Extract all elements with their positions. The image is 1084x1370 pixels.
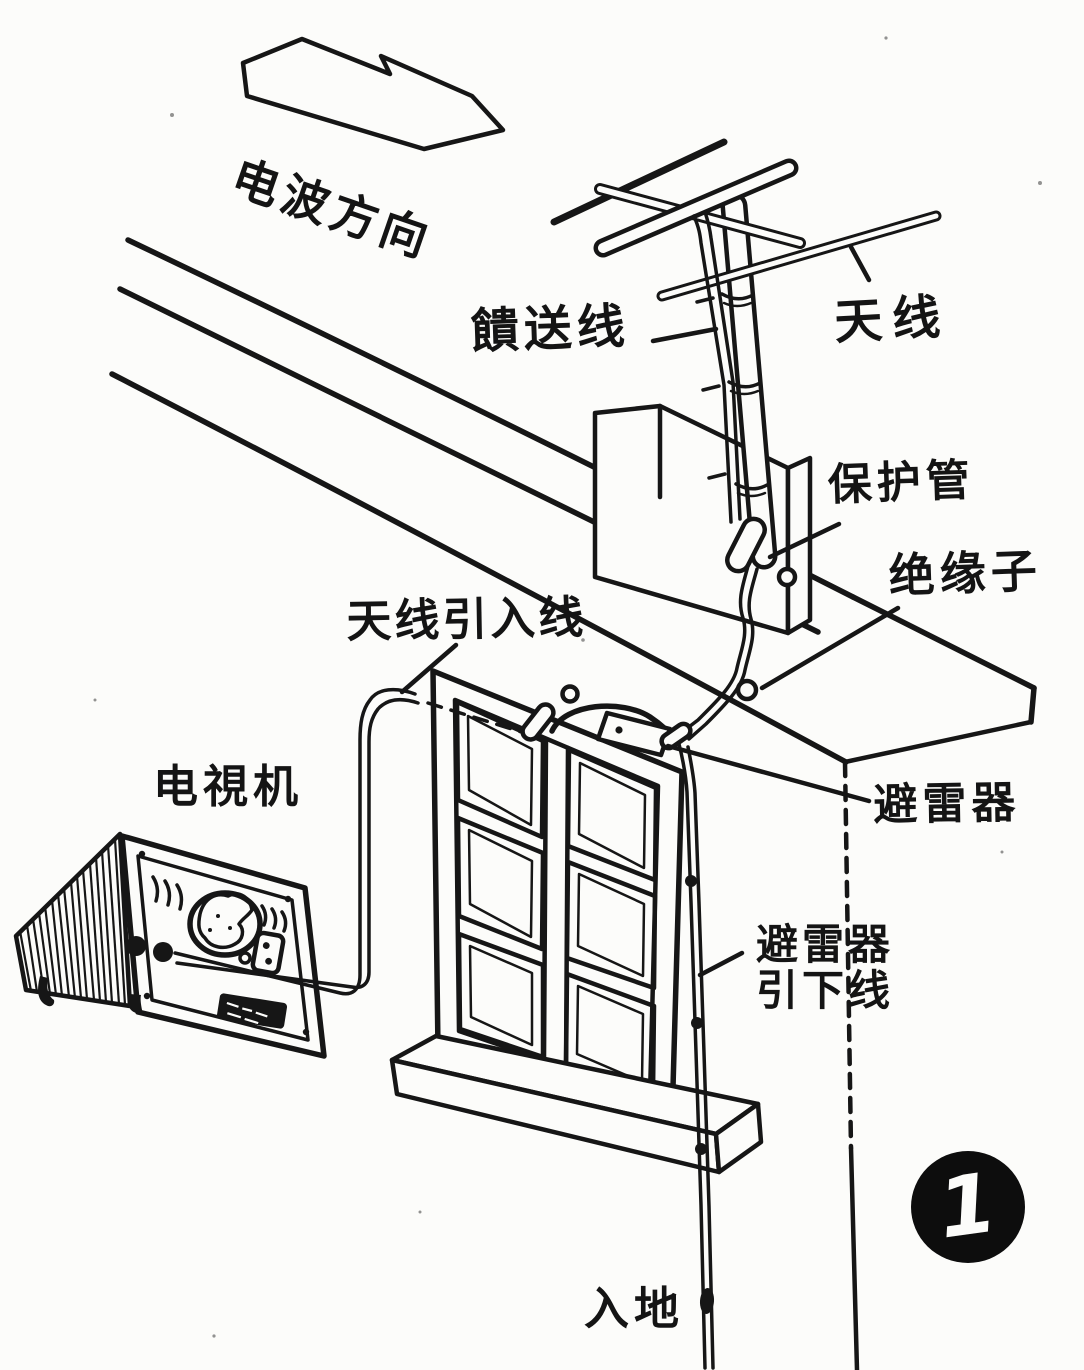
- tv-feet: [38, 976, 143, 1014]
- window-sill: [389, 1033, 764, 1175]
- label-arrester: 避雷器: [872, 777, 1021, 831]
- tv-small-knob: [238, 951, 252, 965]
- feed-line-ties: [695, 296, 727, 480]
- down-lead-connectors: [685, 875, 715, 1314]
- folded-dipole-element: [593, 158, 799, 258]
- paper-specks: [93, 36, 1042, 1338]
- label-ground: 入地: [584, 1282, 685, 1335]
- tv-back-panel-inner: [136, 854, 310, 1042]
- arrester-right-connector: [659, 721, 693, 751]
- leader-feed-line: [650, 326, 719, 344]
- leader-insulator: [759, 605, 901, 691]
- label-arrester-down-lead-line2: 引下线: [755, 966, 894, 1016]
- eave-end: [842, 594, 1037, 765]
- label-lead-in: 天线引入线: [345, 590, 587, 648]
- tv-antenna-terminals: [126, 936, 173, 962]
- figure-number: 1: [933, 1155, 1003, 1258]
- label-arrester-down-lead-line1: 避雷器: [755, 920, 894, 969]
- insulators: [735, 566, 798, 702]
- arrester-left-tube: [520, 702, 556, 742]
- leader-arrester: [665, 743, 872, 804]
- leader-lines: [399, 244, 901, 978]
- leader-protection-tube: [767, 521, 842, 560]
- label-antenna: 天线: [832, 288, 952, 351]
- arrester-ring: [560, 684, 580, 704]
- label-tv-set: 电視机: [153, 760, 304, 813]
- leader-antenna: [848, 244, 872, 283]
- tv-screws: [138, 850, 310, 1036]
- label-arrester-down-lead: 避雷器 引下线: [740, 920, 910, 1016]
- insulator-ring-upper: [776, 566, 798, 588]
- house-wall-corner: [842, 759, 860, 1370]
- label-protection-tube: 保护管: [826, 454, 976, 511]
- window: [430, 668, 685, 1125]
- label-feed-line: 饋送线: [469, 298, 631, 360]
- feed-line-wire: [679, 210, 759, 741]
- lightning-arrester: [520, 684, 693, 758]
- lead-in-wire: [173, 687, 530, 996]
- down-lead-wire: [677, 742, 715, 1370]
- chimney: [592, 403, 813, 636]
- tv-power-socket: [250, 930, 286, 976]
- tv-nameplate: [216, 993, 288, 1029]
- tv-vent-slots: [151, 875, 288, 933]
- tv-set: [13, 831, 327, 1059]
- roof-edge-bottom: [109, 371, 849, 765]
- radio-wave-arrow: [240, 36, 506, 152]
- tv-vent-side-panel: [13, 831, 133, 1009]
- label-insulator: 绝缘子: [887, 543, 1043, 603]
- figure-number-badge: 1: [911, 1151, 1025, 1263]
- tv-speaker-opening: [187, 890, 263, 958]
- insulator-ring-lower: [735, 678, 759, 702]
- reflector-element: [550, 138, 728, 226]
- leader-lead-in: [399, 642, 459, 695]
- leader-down-lead: [697, 950, 745, 978]
- protection-tube: [725, 516, 767, 574]
- arrester-plate: [595, 710, 673, 758]
